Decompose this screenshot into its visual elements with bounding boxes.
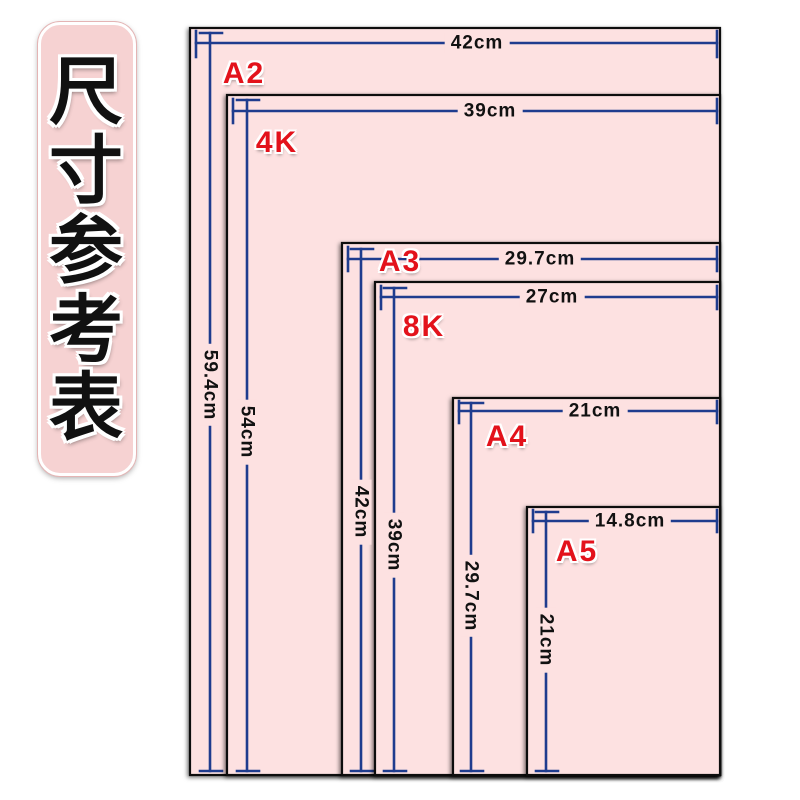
title-box [38,22,136,476]
height-label: 54cm [236,399,258,465]
paper-outline [525,505,722,777]
width-label: 42cm [444,32,510,54]
height-label: 21cm [535,607,557,673]
width-label: 27cm [519,286,585,308]
paper-name-label: A5 [555,535,599,568]
height-label: 39cm [383,512,405,578]
paper-name-label: 4K [255,126,299,159]
width-label: 21cm [562,400,628,422]
title-char: 参 [49,209,123,292]
height-label: 59.4cm [199,343,221,427]
title-char: 尺 [49,50,123,133]
paper-name-label: A3 [378,245,422,278]
height-label: 42cm [350,479,372,545]
title-char: 考 [49,288,123,371]
paper-name-label: A4 [485,420,529,453]
width-label: 29.7cm [498,248,582,270]
paper-a5 [525,505,722,777]
width-label: 14.8cm [588,510,672,532]
width-label: 39cm [457,100,523,122]
height-label: 29.7cm [460,554,482,638]
title-char: 表 [49,366,123,449]
paper-name-label: 8K [402,310,446,343]
paper-name-label: A2 [222,57,266,90]
title-char: 寸 [49,129,123,212]
